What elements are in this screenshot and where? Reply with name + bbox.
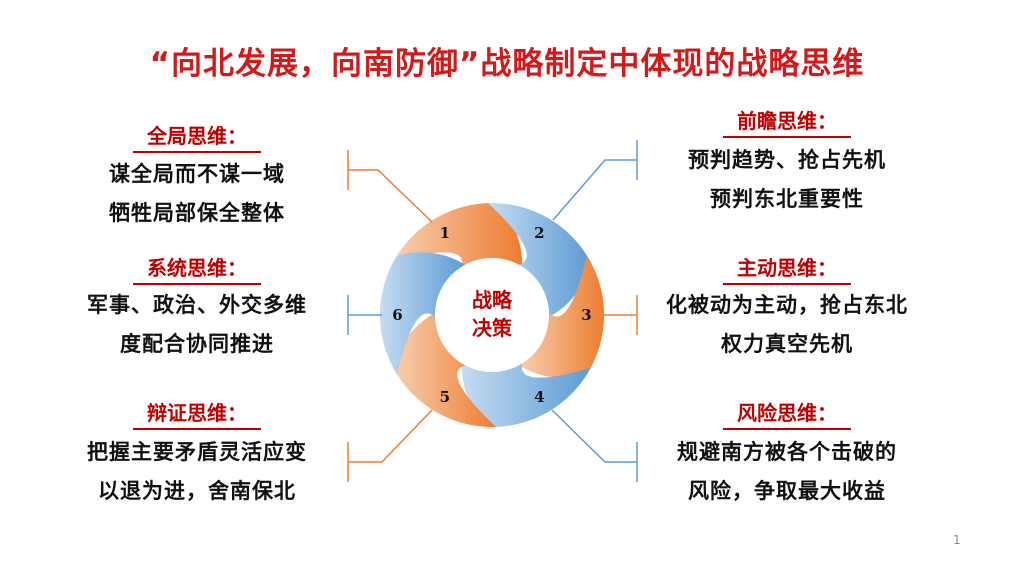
connector-foresight — [552, 140, 638, 221]
heading-text: 全局思维： — [133, 120, 261, 153]
text-line: 权力真空先机 — [721, 332, 853, 356]
connector-risk — [551, 409, 638, 482]
heading-text: 风险思维： — [723, 397, 851, 430]
text-line: 预判东北重要性 — [710, 187, 864, 211]
segment-number: 1 — [440, 224, 450, 242]
heading-risk-thinking: 风险思维： — [637, 397, 937, 430]
text-line: 规避南方被各个击破的 — [677, 440, 897, 464]
ring-segment-5 — [393, 313, 496, 427]
ring-segment-1 — [393, 203, 523, 267]
ring-segment-3 — [518, 255, 605, 378]
connector-dialectic — [347, 409, 433, 482]
segment-number: 4 — [534, 388, 544, 406]
connector-system — [347, 295, 382, 335]
segment-number: 3 — [581, 306, 591, 324]
heading-text: 辩证思维： — [133, 397, 261, 430]
page-number: 1 — [953, 533, 961, 547]
center-label-line: 战略 — [472, 288, 512, 312]
center-label-line: 决策 — [472, 316, 512, 340]
text-line: 风险，争取最大收益 — [688, 479, 886, 503]
heading-text: 主动思维： — [723, 252, 851, 285]
text-line: 度配合协同推进 — [120, 332, 274, 356]
text-line: 化被动为主动，抢占东北 — [666, 293, 908, 317]
connector-global — [347, 150, 433, 223]
heading-text: 前瞻思维： — [723, 105, 851, 138]
text-line: 军事、政治、外交多维 — [87, 293, 307, 317]
segment-number: 5 — [440, 388, 450, 406]
connector-proactive — [603, 295, 638, 335]
segment-number: 2 — [534, 224, 544, 242]
ring-segment-2 — [488, 203, 591, 317]
segment-number: 6 — [392, 306, 402, 324]
ring-center — [435, 258, 549, 372]
text-line: 把握主要矛盾灵活应变 — [87, 440, 307, 464]
heading-proactive-thinking: 主动思维： — [637, 252, 937, 285]
heading-foresight-thinking: 前瞻思维： — [637, 105, 937, 138]
center-label: 战略 决策 — [452, 286, 532, 342]
text-line: 谋全局而不谋一域 — [109, 162, 285, 186]
ring-segment-6 — [379, 252, 466, 375]
text-line: 以退为进，舍南保北 — [98, 479, 296, 503]
heading-dialectic-thinking: 辩证思维： — [47, 397, 347, 430]
text-line: 牺牲局部保全整体 — [109, 201, 285, 225]
slide-title: “向北发展，向南防御”战略制定中体现的战略思维 — [149, 46, 865, 82]
heading-text: 系统思维： — [133, 252, 261, 285]
text-line: 预判趋势、抢占先机 — [688, 148, 886, 172]
ring-segment-4 — [461, 363, 591, 427]
heading-global-thinking: 全局思维： — [47, 120, 347, 153]
heading-system-thinking: 系统思维： — [47, 252, 347, 285]
